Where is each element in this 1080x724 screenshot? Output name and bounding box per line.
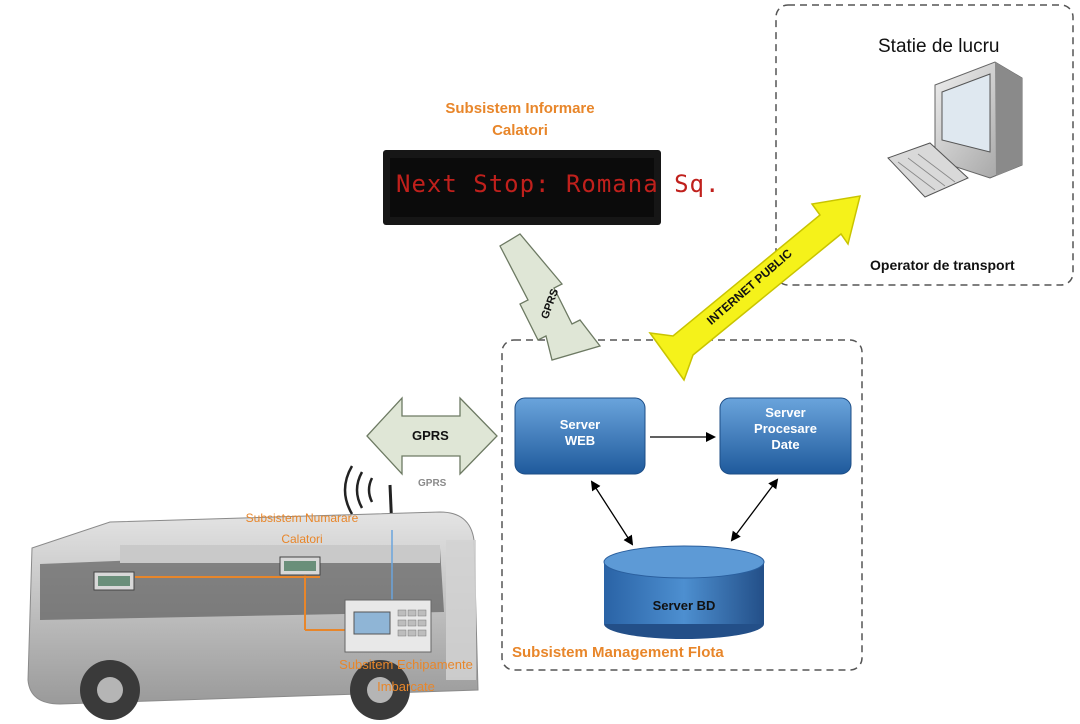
gprs-antenna-label: GPRS bbox=[418, 478, 447, 489]
onboard-equipment-label: Subsitem Echipamente Imbarcate bbox=[339, 657, 473, 694]
led-display-icon bbox=[383, 150, 661, 225]
server-web-label: Server WEB bbox=[559, 417, 601, 448]
bus-illustration bbox=[27, 511, 479, 720]
led-display-text: Next Stop: Romana Sq. bbox=[396, 170, 721, 198]
passenger-counter-device-front bbox=[279, 556, 321, 576]
onboard-equipment-console-icon bbox=[344, 599, 432, 653]
passenger-info-title: Subsistem Informare Calatori bbox=[445, 100, 595, 139]
operator-container bbox=[775, 4, 1074, 286]
gprs-horizontal-arrow bbox=[366, 396, 498, 476]
server-processing-label: Server Procesare Date bbox=[754, 405, 817, 452]
gprs-vertical-arrow bbox=[499, 233, 602, 361]
server-db-cylinder bbox=[603, 545, 765, 639]
server-processing-box bbox=[719, 397, 852, 475]
operator-label: Operator de transport bbox=[870, 257, 1015, 273]
fleet-management-title: Subsistem Management Flota bbox=[512, 644, 724, 661]
internet-public-label: INTERNET PUBLIC bbox=[704, 246, 795, 328]
workstation-label: Statie de lucru bbox=[878, 36, 1000, 57]
counting-subsystem-label: Subsistem Numarare Calatori bbox=[245, 511, 359, 546]
processing-to-db-arrow bbox=[730, 478, 779, 542]
passenger-counter-device-rear bbox=[93, 571, 135, 591]
server-web-box bbox=[514, 397, 646, 475]
server-db-label: Server BD bbox=[652, 598, 716, 613]
gprs-horizontal-label: GPRS bbox=[412, 428, 449, 443]
internet-public-arrow bbox=[648, 195, 862, 382]
web-to-db-arrow bbox=[590, 480, 634, 546]
workstation-computer-icon bbox=[887, 61, 1023, 198]
